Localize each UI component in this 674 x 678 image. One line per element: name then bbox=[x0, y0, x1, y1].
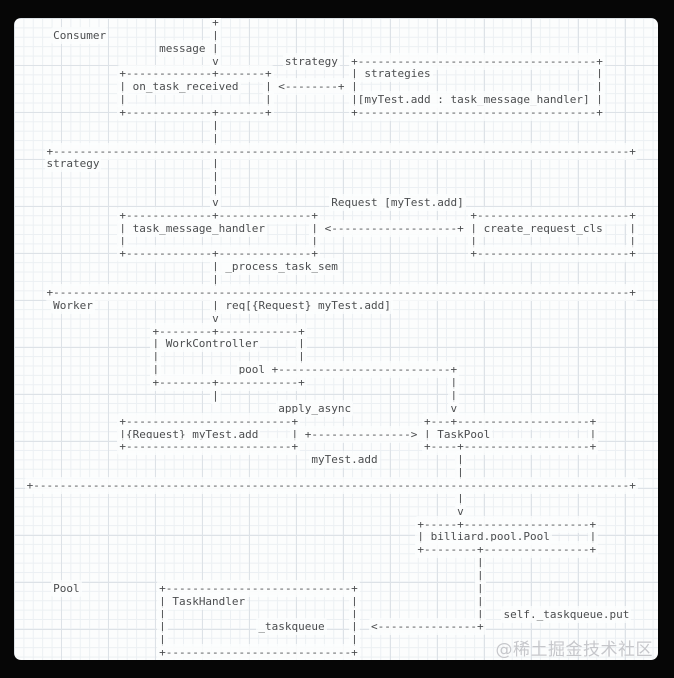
ascii-flow-diagram: + Consumer | message | v strategy +-----… bbox=[26, 18, 636, 660]
diagram-canvas: + Consumer | message | v strategy +-----… bbox=[14, 18, 658, 660]
juejin-watermark: @稀土掘金技术社区 bbox=[495, 640, 653, 660]
